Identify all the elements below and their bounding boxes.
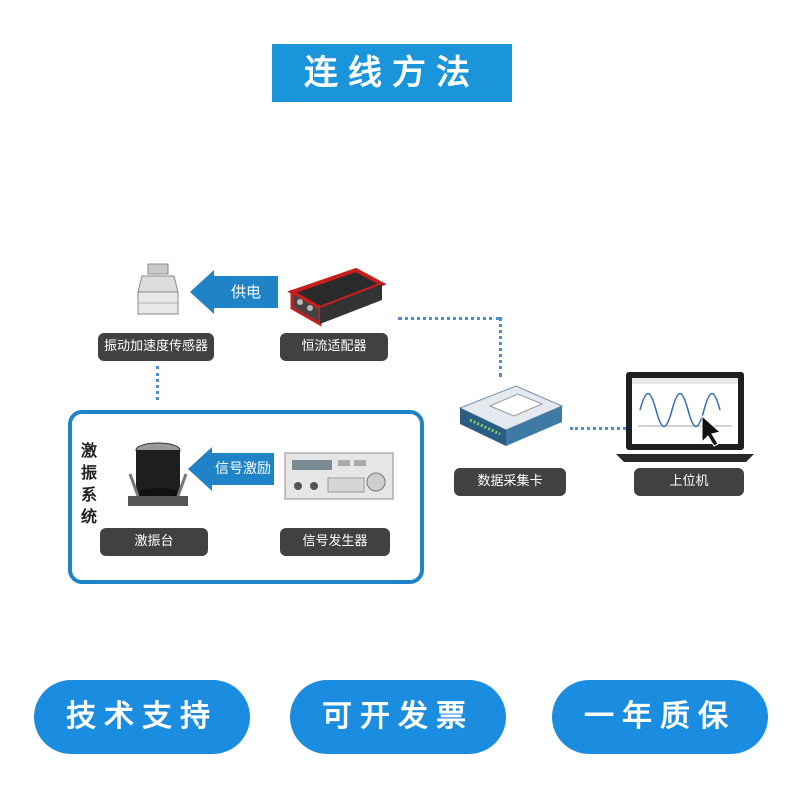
signal-arrow-label: 信号激励 bbox=[212, 453, 274, 485]
adapter-label: 恒流适配器 bbox=[280, 333, 388, 361]
pc-label: 上位机 bbox=[634, 468, 744, 496]
signal-arrow-head bbox=[188, 447, 212, 491]
adapter-to-daq-connector bbox=[398, 317, 500, 320]
accelerometer-sensor-image bbox=[137, 263, 179, 315]
constant-current-adapter-image bbox=[287, 267, 386, 327]
generator-label: 信号发生器 bbox=[280, 528, 390, 556]
power-arrow-head bbox=[190, 270, 214, 314]
vibration-system-group bbox=[68, 410, 424, 584]
daq-card-image bbox=[458, 385, 564, 446]
daq-label: 数据采集卡 bbox=[454, 468, 566, 496]
tech-support-badge: 技术支持 bbox=[34, 680, 250, 754]
warranty-badge: 一年质保 bbox=[552, 680, 768, 754]
shaker-label: 激振台 bbox=[100, 528, 208, 556]
vibration-system-title: 激振系统 bbox=[80, 441, 97, 526]
shaker-table-image bbox=[128, 442, 188, 506]
sensor-label: 振动加速度传感器 bbox=[98, 333, 214, 361]
page-title: 连线方法 bbox=[272, 44, 512, 102]
sensor-to-shaker-connector bbox=[156, 366, 159, 400]
invoice-badge: 可开发票 bbox=[290, 680, 506, 754]
signal-generator-image bbox=[284, 452, 394, 500]
daq-to-pc-connector bbox=[570, 427, 626, 430]
adapter-to-daq-connector-vertical bbox=[499, 317, 502, 377]
power-arrow-label: 供电 bbox=[214, 276, 278, 308]
laptop-pc-image bbox=[616, 372, 754, 462]
